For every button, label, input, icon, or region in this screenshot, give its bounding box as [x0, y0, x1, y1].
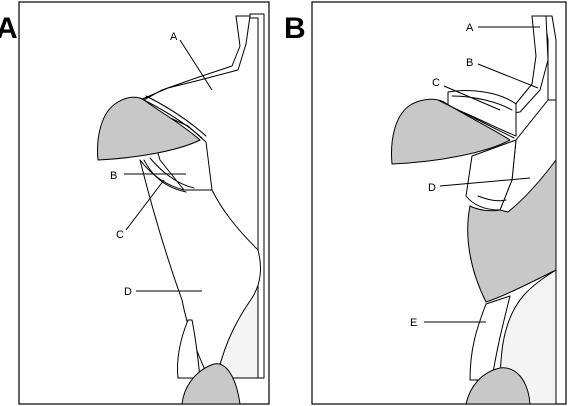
- panel-b-label-e: E: [410, 317, 417, 329]
- panel-b-label-a: A: [466, 22, 474, 34]
- panel-a: A A B C D: [0, 2, 269, 404]
- panel-b-label-b: B: [466, 57, 473, 69]
- panel-b-label-d: D: [428, 182, 436, 194]
- panel-b-letter: B: [284, 12, 306, 45]
- panel-a-label-a: A: [170, 31, 178, 43]
- panel-b: B A B C D E: [284, 2, 566, 404]
- panel-a-label-d: D: [124, 286, 132, 298]
- panel-a-label-c: C: [116, 229, 124, 241]
- panel-b-label-c: C: [432, 77, 440, 89]
- panel-a-letter: A: [0, 12, 18, 45]
- panel-a-label-b: B: [110, 170, 117, 182]
